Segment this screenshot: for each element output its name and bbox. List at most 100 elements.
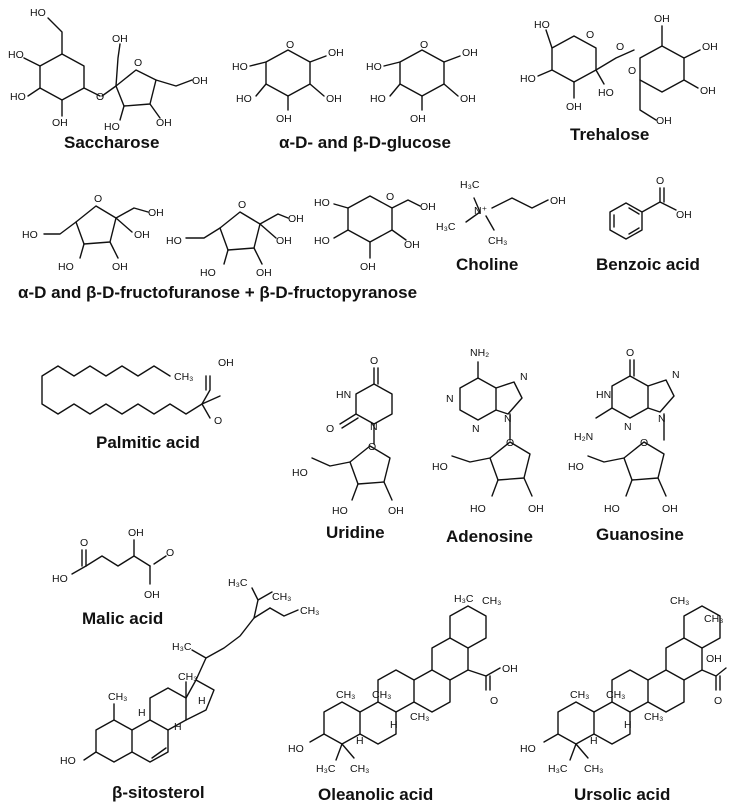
structure-glucose	[249, 49, 461, 111]
atom-o: O	[238, 199, 246, 211]
atom-oh: OH	[388, 505, 404, 517]
atom-ch3: CH₃	[350, 763, 369, 775]
atom-ch3: CH₃	[704, 613, 723, 625]
atom-o: O	[420, 39, 428, 51]
atom-n: N	[624, 421, 632, 433]
atom-ho: HO	[30, 7, 46, 19]
atom-oh: OH	[112, 33, 128, 45]
atom-o: O	[586, 29, 594, 41]
atom-o: O	[626, 347, 634, 359]
atom-n: N	[672, 369, 680, 381]
atom-ho: HO	[366, 61, 382, 73]
atom-oh: OH	[52, 117, 68, 129]
atom-oh: OH	[404, 239, 420, 251]
atom-ho: HO	[236, 93, 252, 105]
label-palmitic-acid: Palmitic acid	[96, 433, 200, 452]
atom-oh: OH	[420, 201, 436, 213]
atom-ho: HO	[332, 505, 348, 517]
atom-ch3: CH₃	[606, 689, 625, 701]
atom-oh: OH	[156, 117, 172, 129]
label-uridine: Uridine	[326, 523, 385, 542]
structure-fructose	[43, 195, 421, 265]
structure-saccharose	[23, 17, 193, 121]
atom-oh: OH	[462, 47, 478, 59]
atom-o: O	[370, 355, 378, 367]
atom-ho: HO	[60, 755, 76, 767]
atom-ch3: CH₃	[178, 671, 197, 683]
atom-ch3: CH₃	[644, 711, 663, 723]
atom-o: O	[368, 441, 376, 453]
atom-o: O	[386, 191, 394, 203]
structure-adenosine	[451, 361, 533, 497]
label-benzoic-acid: Benzoic acid	[596, 255, 700, 274]
atom-oh: OH	[702, 41, 718, 53]
label-guanosine: Guanosine	[596, 525, 684, 544]
atom-ho: HO	[370, 93, 386, 105]
structure-guanosine	[587, 359, 675, 497]
atom-ho: HO	[568, 461, 584, 473]
atom-o: O	[616, 41, 624, 53]
structure-beta-sitosterol	[83, 587, 299, 763]
atom-h: H	[138, 707, 146, 719]
atom-ch3: CH₃	[488, 235, 507, 247]
structure-benzoic-acid	[609, 187, 677, 240]
structure-choline	[465, 197, 549, 231]
atom-ch3: H₃C	[316, 763, 336, 775]
atom-oh: OH	[656, 115, 672, 127]
atom-ch3: CH₃	[336, 689, 355, 701]
atom-oh: OH	[276, 235, 292, 247]
atom-ho: HO	[598, 87, 614, 99]
atom-nplus: N⁺	[474, 205, 487, 217]
atom-n: N	[504, 413, 512, 425]
atom-oh: OH	[326, 93, 342, 105]
atom-ch3: H₃C	[172, 641, 192, 653]
atom-o: O	[166, 547, 174, 559]
atom-h: H	[624, 719, 632, 731]
atom-ho: HO	[52, 573, 68, 585]
atom-oh: OH	[502, 663, 518, 675]
label-choline: Choline	[456, 255, 518, 274]
label-trehalose: Trehalose	[570, 125, 649, 144]
atom-ch3: H₃C	[548, 763, 568, 775]
label-saccharose: Saccharose	[64, 133, 159, 152]
atom-nh: HN	[336, 389, 351, 401]
atom-oh: OH	[676, 209, 692, 221]
atom-ho: HO	[232, 61, 248, 73]
atom-ch3: CH₃	[584, 763, 603, 775]
atom-nh: HN	[596, 389, 611, 401]
atom-oh: OH	[256, 267, 272, 279]
label-glucose: α-D- and β-D-glucose	[279, 133, 451, 152]
atom-ho: HO	[432, 461, 448, 473]
atom-o: O	[506, 437, 514, 449]
atom-o: O	[96, 91, 104, 103]
atom-o: O	[94, 193, 102, 205]
atom-oh: OH	[328, 47, 344, 59]
atom-oh: OH	[566, 101, 582, 113]
atom-ho: HO	[104, 121, 120, 133]
atom-ho: HO	[292, 467, 308, 479]
atom-oh: OH	[144, 589, 160, 601]
atom-oh: OH	[148, 207, 164, 219]
atom-ho: HO	[10, 91, 26, 103]
atom-o: O	[214, 415, 222, 427]
atom-ho: HO	[200, 267, 216, 279]
atom-ho: HO	[58, 261, 74, 273]
structure-uridine	[311, 367, 393, 501]
atom-ho: HO	[314, 197, 330, 209]
atom-ch3: CH₃	[108, 691, 127, 703]
atom-ch3: H₃C	[460, 179, 480, 191]
atom-ch3: CH₃	[300, 605, 319, 617]
atom-oh: OH	[700, 85, 716, 97]
atom-o: O	[714, 695, 722, 707]
atom-ho: HO	[314, 235, 330, 247]
atom-o: O	[286, 39, 294, 51]
label-oleanolic-acid: Oleanolic acid	[318, 785, 433, 804]
atom-ch3: H₃C	[228, 577, 248, 589]
atom-ch3: CH₃	[174, 371, 193, 383]
atom-ch3: H₃C	[454, 593, 474, 605]
atom-ch3: CH₃	[410, 711, 429, 723]
atom-ho: HO	[22, 229, 38, 241]
atom-h: H	[174, 721, 182, 733]
atom-oh: OH	[410, 113, 426, 125]
